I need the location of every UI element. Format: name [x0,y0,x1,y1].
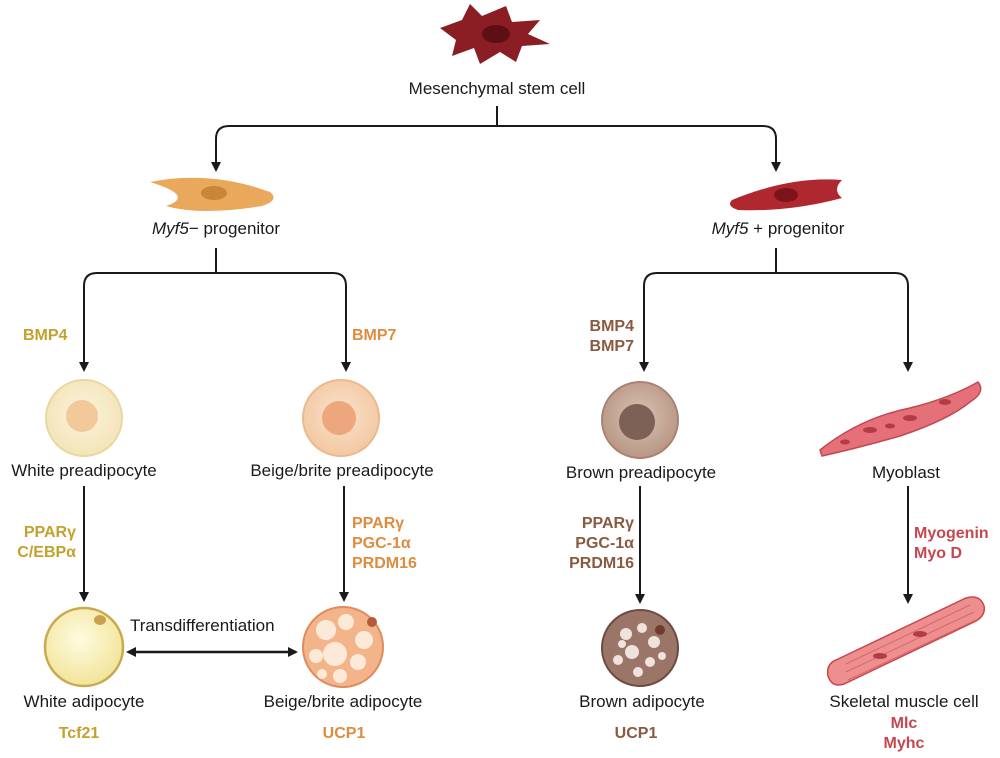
marker-bmp7-brown: BMP7 [589,338,634,355]
myf5-negative-gene: Myf5 [151,219,189,238]
marker-ucp1-brown: UCP1 [614,725,658,742]
brown-preadipocyte-icon [601,381,679,459]
marker-myogenin: Myogenin [914,525,989,542]
marker-group-brown-tf: PPARγ PGC-1α PRDM16 [556,514,634,574]
myoblast-label: Myoblast [871,463,941,482]
beige-adipocyte-label: Beige/brite adipocyte [263,692,423,711]
marker-pparg-brown: PPARγ [581,515,634,532]
myf5-negative-branches [83,248,347,362]
marker-group-muscle: Mlc Myhc [884,714,925,754]
marker-bmp4-brown: BMP4 [589,318,634,335]
marker-ucp1-beige: UCP1 [322,725,366,742]
myf5-positive-gene: Myf5 [711,219,749,238]
mesenchymal-stem-cell-icon [440,4,550,64]
marker-pgc1a-brown: PGC-1α [575,535,634,552]
marker-pparg-beige: PPARγ [352,515,405,532]
white-preadipocyte-label: White preadipocyte [11,461,157,480]
white-adipocyte-label: White adipocyte [23,692,145,711]
marker-group-white-tf: PPARγ C/EBPα [0,523,76,563]
marker-myhc: Myhc [883,735,925,752]
marker-pparg-white: PPARγ [23,524,76,541]
marker-tcf21: Tcf21 [58,725,100,742]
marker-bmp4-white: BMP4 [23,327,68,344]
marker-pgc1a-beige: PGC-1α [352,535,411,552]
marker-myod: Myo D [914,545,962,562]
marker-prdm16-brown: PRDM16 [569,555,634,572]
brown-adipocyte-icon [601,609,679,687]
transdifferentiation-label: Transdifferentiation [130,616,275,635]
marker-group-myo-tf: Myogenin Myo D [914,524,989,564]
white-preadipocyte-icon [45,379,123,457]
brown-preadipocyte-label: Brown preadipocyte [565,463,717,482]
brown-adipocyte-label: Brown adipocyte [579,692,705,711]
myf5-positive-branches [643,248,909,362]
msc-label: Mesenchymal stem cell [408,79,586,98]
beige-preadipocyte-icon [302,379,380,457]
myf5-positive-label: Myf5 + progenitor [712,219,845,239]
marker-cebpa-white: C/EBPα [17,544,76,561]
myf5-negative-suffix: − progenitor [188,219,281,238]
marker-group-brown-bmp: BMP4 BMP7 [572,317,634,357]
msc-branch-connectors [215,106,777,167]
beige-adipocyte-icon [302,606,384,688]
myoblast-icon [819,381,982,457]
marker-bmp7-beige: BMP7 [352,327,397,344]
marker-group-beige-tf: PPARγ PGC-1α PRDM16 [352,514,417,574]
skeletal-muscle-cell-icon [826,596,986,686]
myf5-negative-progenitor-icon [150,177,274,211]
marker-mlc: Mlc [890,715,918,732]
beige-preadipocyte-label: Beige/brite preadipocyte [250,461,434,480]
skeletal-muscle-label: Skeletal muscle cell [829,692,979,711]
myf5-positive-suffix: + progenitor [748,219,845,238]
myf5-positive-progenitor-icon [730,179,842,211]
myf5-negative-label: Myf5− progenitor [152,219,280,239]
white-adipocyte-icon [43,606,125,688]
marker-prdm16-beige: PRDM16 [352,555,417,572]
